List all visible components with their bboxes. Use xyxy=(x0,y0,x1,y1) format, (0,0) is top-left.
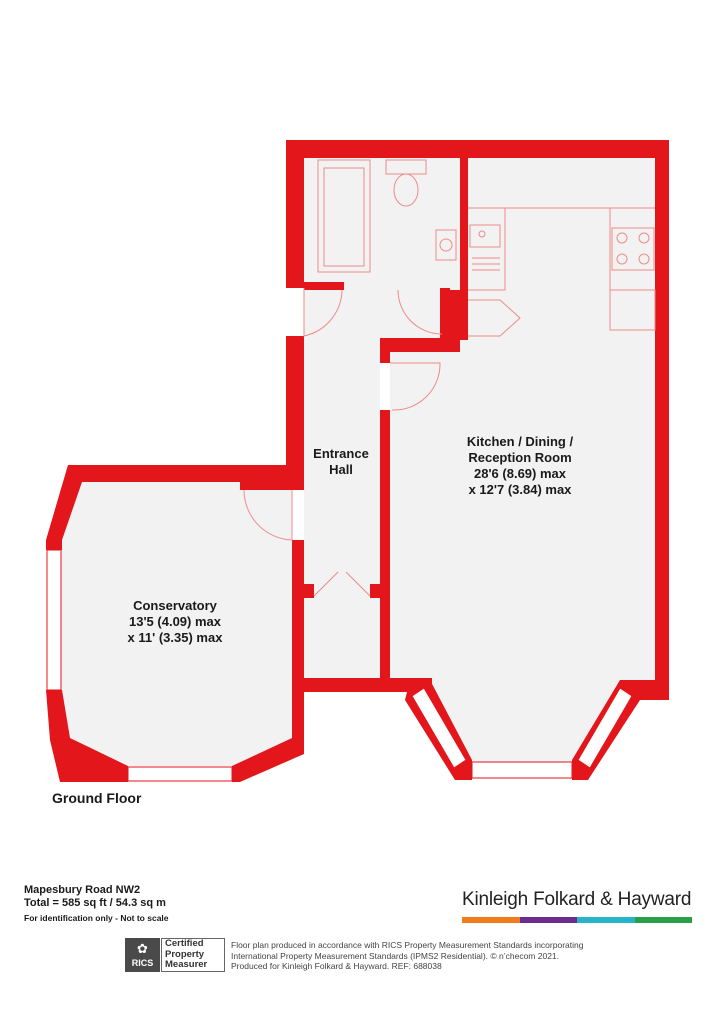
rics-line-1: Certified xyxy=(165,938,204,949)
scale-note: For identification only - Not to scale xyxy=(24,913,169,923)
rics-line-3: Measurer xyxy=(165,959,208,970)
rics-text: Certified Property Measurer xyxy=(165,938,208,971)
brand-bar-green xyxy=(634,917,692,923)
bathtub xyxy=(317,159,371,273)
label-kitchen: Kitchen / Dining / Reception Room 28'6 (… xyxy=(430,434,610,498)
hob xyxy=(611,227,655,271)
kitchen-dimension-1: 28'6 (8.69) max xyxy=(474,466,566,481)
brand-bar-teal xyxy=(577,917,635,923)
total-area: Total = 585 sq ft / 54.3 sq m xyxy=(24,897,166,909)
conservatory-dimension-2: x 11' (3.35) max xyxy=(127,630,223,645)
disclaimer-line-3: Produced for Kinleigh Folkard & Hayward.… xyxy=(231,961,442,971)
kitchen-name-1: Kitchen / Dining / xyxy=(466,434,574,449)
rics-line-2: Property xyxy=(165,948,205,960)
kitchen-sink xyxy=(469,224,501,248)
label-conservatory: Conservatory 13'5 (4.09) max x 11' (3.35… xyxy=(100,598,250,646)
kitchen-window-bottom xyxy=(471,761,573,779)
disclaimer-line-1: Floor plan produced in accordance with R… xyxy=(231,940,584,950)
entrance-hall-name-2: Hall xyxy=(329,462,353,477)
bathroom-sink xyxy=(435,229,457,261)
floor-label: Ground Floor xyxy=(52,790,142,806)
entrance-hall-name-1: Entrance xyxy=(313,446,369,461)
rics-logo: ✿ RICS Certified Property Measurer xyxy=(125,938,225,972)
disclaimer-line-2: International Property Measurement Stand… xyxy=(231,950,560,961)
disclaimer: Floor plan produced in accordance with R… xyxy=(231,940,583,972)
label-entrance-hall: Entrance Hall xyxy=(306,446,376,478)
conservatory-dimension-1: 13'5 (4.09) max xyxy=(129,614,221,629)
brand-color-bar xyxy=(462,917,692,923)
conservatory-name: Conservatory xyxy=(133,598,217,613)
brand-bar-orange xyxy=(462,917,520,923)
kitchen-window-right xyxy=(577,687,633,769)
rics-badge: ✿ RICS xyxy=(125,938,160,972)
kitchen-name-2: Reception Room xyxy=(468,450,572,465)
windows xyxy=(46,549,633,782)
brand-name: Kinleigh Folkard & Hayward xyxy=(462,889,692,910)
rics-box xyxy=(161,938,225,972)
kitchen-worktop xyxy=(468,207,506,291)
brand-bar-purple xyxy=(519,917,577,923)
conservatory-window-left xyxy=(46,549,62,691)
toilet-bowl xyxy=(393,173,419,207)
kitchen-window-left xyxy=(411,687,467,769)
property-info: Mapesbury Road NW2 Total = 585 sq ft / 5… xyxy=(24,884,169,925)
door-swings xyxy=(243,288,443,597)
fixtures xyxy=(317,159,656,337)
rics-emblem-icon: ✿ xyxy=(137,941,148,956)
rics-badge-text: RICS xyxy=(131,958,154,968)
conservatory-floor xyxy=(58,482,292,766)
address: Mapesbury Road NW2 xyxy=(24,884,141,896)
hall-floor xyxy=(304,338,380,680)
kitchen-dimension-2: x 12'7 (3.84) max xyxy=(468,482,572,497)
conservatory-window-bottom xyxy=(127,766,233,782)
